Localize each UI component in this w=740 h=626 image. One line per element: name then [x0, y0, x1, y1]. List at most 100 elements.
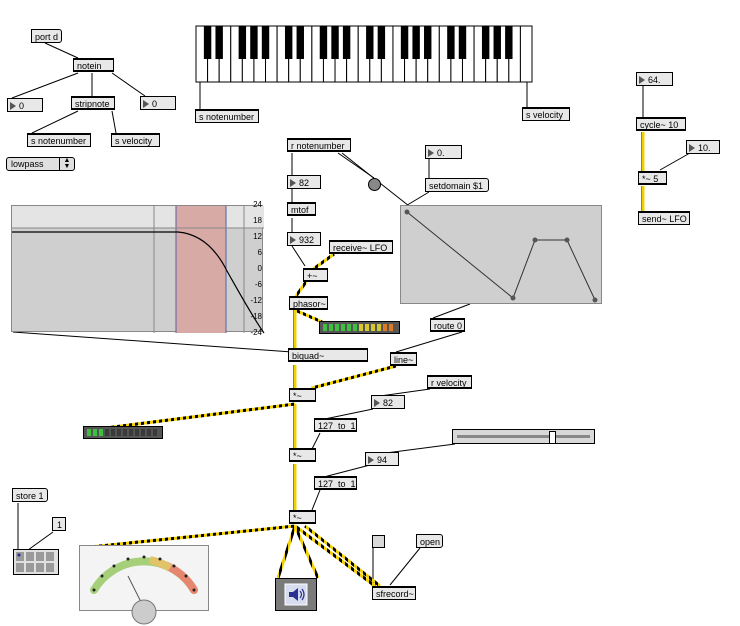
lfo-rate-box[interactable]: 64.: [636, 72, 673, 86]
meter-segment: [105, 429, 109, 436]
black-key[interactable]: [377, 26, 386, 59]
dial-arc: [90, 555, 198, 625]
multiply-object-1[interactable]: *~: [289, 388, 316, 402]
black-key[interactable]: [493, 26, 501, 59]
multiply-object-3[interactable]: *~: [289, 510, 316, 524]
filter-tick-label: -24: [250, 328, 262, 337]
store-message[interactable]: store 1: [12, 488, 48, 502]
slider-thumb[interactable]: [549, 431, 556, 444]
phasor-level-meter: [319, 321, 400, 334]
preset-slot[interactable]: [26, 563, 34, 572]
send-velocity-kbd-object[interactable]: s velocity: [522, 107, 570, 121]
velocity-number-box[interactable]: 0: [140, 96, 176, 110]
phasor-object[interactable]: phasor~: [289, 296, 328, 310]
preset-number-box[interactable]: 1: [52, 517, 66, 531]
meter-segment: [377, 324, 381, 331]
black-key[interactable]: [366, 26, 374, 59]
send-lfo-object[interactable]: send~ LFO: [638, 211, 690, 225]
meter-segment: [87, 429, 91, 436]
multiply-5-object[interactable]: *~ 5: [638, 171, 667, 185]
envelope-function[interactable]: [400, 205, 602, 304]
velocity-82-box[interactable]: 82: [371, 395, 405, 409]
black-key[interactable]: [481, 26, 490, 59]
black-key[interactable]: [447, 26, 455, 59]
preset-grid[interactable]: [13, 549, 59, 575]
line-signal-object[interactable]: line~: [390, 352, 417, 366]
black-key[interactable]: [319, 26, 328, 59]
notein-object[interactable]: notein: [73, 58, 114, 72]
keyboard-keys[interactable]: [195, 25, 533, 83]
send-notenumber-kbd-object[interactable]: s notenumber: [195, 109, 259, 123]
black-key[interactable]: [203, 26, 212, 59]
level-dial[interactable]: [79, 545, 209, 625]
biquad-object[interactable]: biquad~: [288, 348, 368, 362]
black-key[interactable]: [284, 26, 293, 59]
black-key[interactable]: [261, 26, 270, 59]
cycle-object[interactable]: cycle~ 10: [636, 117, 686, 131]
meter-segment: [329, 324, 333, 331]
meter-segment: [359, 324, 363, 331]
updown-arrows-icon: ▲▼: [59, 157, 74, 170]
port-message[interactable]: port d: [31, 29, 62, 43]
gain-slider[interactable]: [452, 429, 595, 444]
open-message[interactable]: open: [416, 534, 443, 548]
number-triangle-icon: [689, 144, 695, 152]
preset-slot[interactable]: [26, 552, 34, 561]
note-number-box[interactable]: 0: [7, 98, 43, 112]
receive-velocity-object[interactable]: r velocity: [427, 375, 472, 389]
setdomain-message[interactable]: setdomain $1: [425, 178, 489, 192]
signal-level-meter: [83, 426, 163, 439]
freq-932-box[interactable]: 932: [287, 232, 321, 246]
lfo-depth-box[interactable]: 10.: [686, 140, 720, 154]
preset-slot[interactable]: [16, 563, 24, 572]
filter-curve[interactable]: [12, 206, 265, 334]
meter-segment: [365, 324, 369, 331]
meter-segment: [347, 324, 351, 331]
preset-slot[interactable]: [46, 563, 54, 572]
domain-number-box[interactable]: 0.: [425, 145, 462, 159]
number-triangle-icon: [143, 100, 149, 108]
preset-slot[interactable]: [46, 552, 54, 561]
black-key[interactable]: [400, 26, 409, 59]
scale-127-object-1[interactable]: 127_to_1: [314, 418, 357, 432]
gain-94-box[interactable]: 94: [365, 452, 399, 466]
scale-127-object-2[interactable]: 127_to_1: [314, 476, 357, 490]
send-velocity-object[interactable]: s velocity: [111, 133, 160, 147]
black-key[interactable]: [424, 26, 432, 59]
plus-signal-object[interactable]: +~: [303, 268, 328, 282]
multiply-object-2[interactable]: *~: [289, 448, 316, 462]
preset-slot[interactable]: [36, 563, 44, 572]
dac-button[interactable]: [275, 578, 317, 611]
filter-tick-label: -12: [250, 296, 262, 305]
black-key[interactable]: [458, 26, 467, 59]
black-key[interactable]: [505, 26, 513, 59]
black-key[interactable]: [296, 26, 304, 59]
stripnote-object[interactable]: stripnote: [71, 96, 115, 110]
send-notenumber-object[interactable]: s notenumber: [27, 133, 91, 147]
note-82-box[interactable]: 82: [287, 175, 321, 189]
piano-keyboard[interactable]: [195, 25, 533, 83]
route-object[interactable]: route 0: [430, 318, 465, 332]
black-key[interactable]: [412, 26, 420, 59]
envelope-breakpoints[interactable]: [401, 206, 601, 303]
white-key[interactable]: [519, 25, 533, 83]
receive-lfo-object[interactable]: receive~ LFO: [329, 240, 393, 254]
record-toggle[interactable]: [372, 535, 385, 548]
preset-slot[interactable]: [36, 552, 44, 561]
meter-segment: [141, 429, 145, 436]
black-key[interactable]: [331, 26, 339, 59]
meter-segment: [123, 429, 127, 436]
black-key[interactable]: [342, 26, 351, 59]
preset-slot[interactable]: [16, 552, 24, 561]
sfrecord-object[interactable]: sfrecord~: [372, 586, 416, 600]
bang-button[interactable]: [368, 178, 381, 191]
black-key[interactable]: [250, 26, 258, 59]
filter-mode-menu[interactable]: lowpass▲▼: [6, 157, 75, 171]
receive-notenumber-object[interactable]: r notenumber: [287, 138, 351, 152]
black-key[interactable]: [215, 26, 223, 59]
meter-segment: [323, 324, 327, 331]
black-key[interactable]: [238, 26, 247, 59]
mtof-object[interactable]: mtof: [287, 202, 316, 216]
